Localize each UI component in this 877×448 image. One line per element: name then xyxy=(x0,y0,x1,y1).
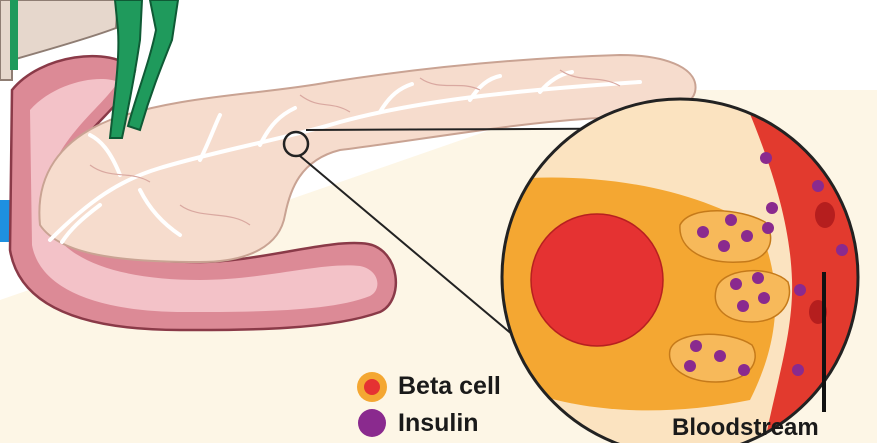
beta-cell-swatch-nucleus xyxy=(364,379,380,395)
bloodstream-label: Bloodstream xyxy=(672,416,819,440)
insulin-granule xyxy=(714,350,726,362)
insulin-granule xyxy=(741,230,753,242)
insulin-granule xyxy=(737,300,749,312)
beta-cell-nucleus xyxy=(531,214,663,346)
insulin-granule xyxy=(794,284,806,296)
insulin-granule xyxy=(792,364,804,376)
insulin-granule xyxy=(690,340,702,352)
insulin-granule xyxy=(752,272,764,284)
insulin-granule xyxy=(836,244,848,256)
legend-beta-cell-label: Beta cell xyxy=(398,374,501,399)
insulin-granule xyxy=(762,222,774,234)
left-accent-bar xyxy=(0,200,10,242)
insulin-granule xyxy=(738,364,750,376)
insulin-granule xyxy=(760,152,772,164)
left-green-strip xyxy=(10,0,18,70)
legend-insulin-label: Insulin xyxy=(398,411,479,436)
insulin-granule xyxy=(766,202,778,214)
insulin-granule xyxy=(718,240,730,252)
insulin-granule xyxy=(812,180,824,192)
insulin-granule xyxy=(758,292,770,304)
red-blood-cell xyxy=(815,202,835,228)
insulin-granule xyxy=(684,360,696,372)
insulin-swatch xyxy=(358,409,386,437)
insulin-granule xyxy=(730,278,742,290)
insulin-granule xyxy=(697,226,709,238)
insulin-granule xyxy=(725,214,737,226)
